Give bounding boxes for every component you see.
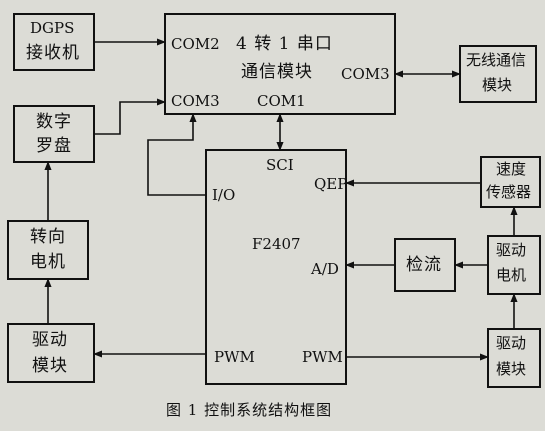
arrow-compass-to-com3 — [94, 98, 166, 135]
steer-motor-label-line2: 电机 — [30, 252, 66, 272]
com2-port-label: COM2 — [171, 35, 220, 53]
pwm-left-port-label: PWM — [214, 348, 255, 366]
current-detect-label: 检流 — [406, 255, 442, 275]
right-drive-label-line2: 模块 — [496, 360, 527, 378]
line-io-to-serial — [147, 113, 206, 196]
dgps-label: DGPS — [30, 19, 75, 37]
com3-left-port-label: COM3 — [171, 92, 220, 110]
wireless-label-line1: 无线通信 — [466, 51, 527, 69]
qep-port-label: QEP — [314, 175, 348, 193]
compass-label-line1: 数字 — [36, 112, 72, 132]
io-port-label: I/O — [212, 186, 236, 204]
dgps-receiver-label: 接收机 — [26, 43, 80, 63]
com1-port-label: COM1 — [257, 92, 306, 110]
wireless-label-line2: 模块 — [482, 76, 513, 94]
figure-caption: 图 1 控制系统结构框图 — [166, 401, 333, 419]
drive-motor-label-line1: 驱动 — [496, 241, 527, 259]
serial-title-line1: 4 转 1 串口 — [236, 34, 333, 54]
right-drive-label-line1: 驱动 — [496, 334, 527, 352]
chip-f2407-label: F2407 — [252, 235, 301, 253]
sci-port-label: SCI — [266, 156, 294, 174]
ad-port-label: A/D — [311, 260, 339, 278]
serial-title-line2: 通信模块 — [241, 62, 313, 82]
left-drive-label-line1: 驱动 — [32, 330, 68, 350]
speed-sensor-label-line1: 速度 — [496, 160, 527, 178]
steer-motor-label-line1: 转向 — [30, 227, 66, 247]
com3-right-port-label: COM3 — [341, 65, 390, 83]
compass-label-line2: 罗盘 — [36, 136, 72, 156]
speed-sensor-label-line2: 传感器 — [486, 183, 532, 201]
drive-motor-label-line2: 电机 — [496, 266, 527, 284]
pwm-right-port-label: PWM — [302, 348, 343, 366]
left-drive-label-line2: 模块 — [32, 356, 68, 376]
